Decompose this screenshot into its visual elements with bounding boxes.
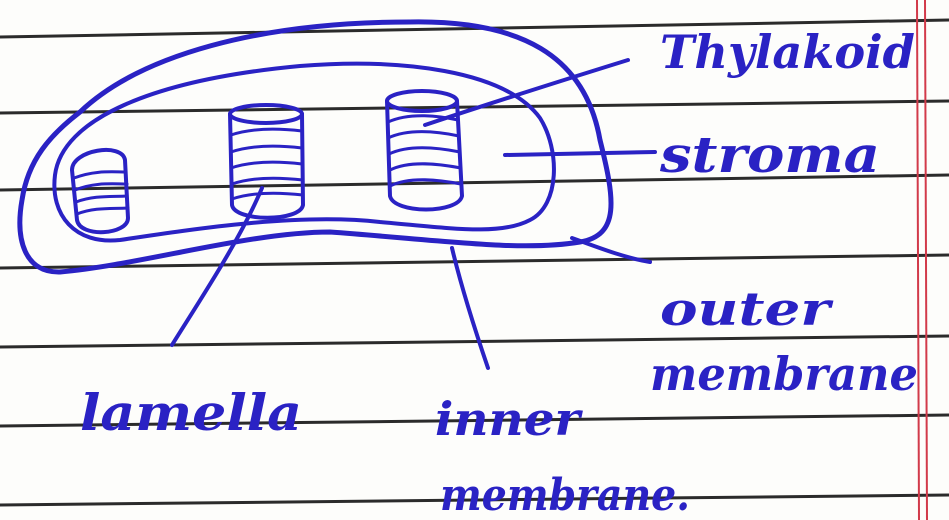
label-membrane-outer: membrane: [650, 347, 918, 401]
margin-line: [925, 0, 927, 520]
margin-line: [917, 0, 919, 520]
label-stroma: stroma: [659, 125, 880, 184]
stroma-pointer: [505, 152, 655, 155]
thylakoid-stack: [72, 150, 128, 232]
label-membrane-inner: membrane.: [440, 470, 690, 520]
thylakoid-pointer: [425, 60, 628, 125]
inner-membrane-pointer: [452, 248, 488, 368]
label-lamella: lamella: [80, 383, 302, 442]
label-thylakoid: Thylakoid: [660, 25, 915, 79]
margin-lines: [917, 0, 927, 520]
thylakoid-stack: [230, 105, 303, 218]
ruled-line: [0, 336, 949, 347]
outer-membrane-outline: [20, 22, 611, 272]
label-inner: inner: [435, 392, 584, 446]
label-outer: outer: [660, 282, 835, 336]
